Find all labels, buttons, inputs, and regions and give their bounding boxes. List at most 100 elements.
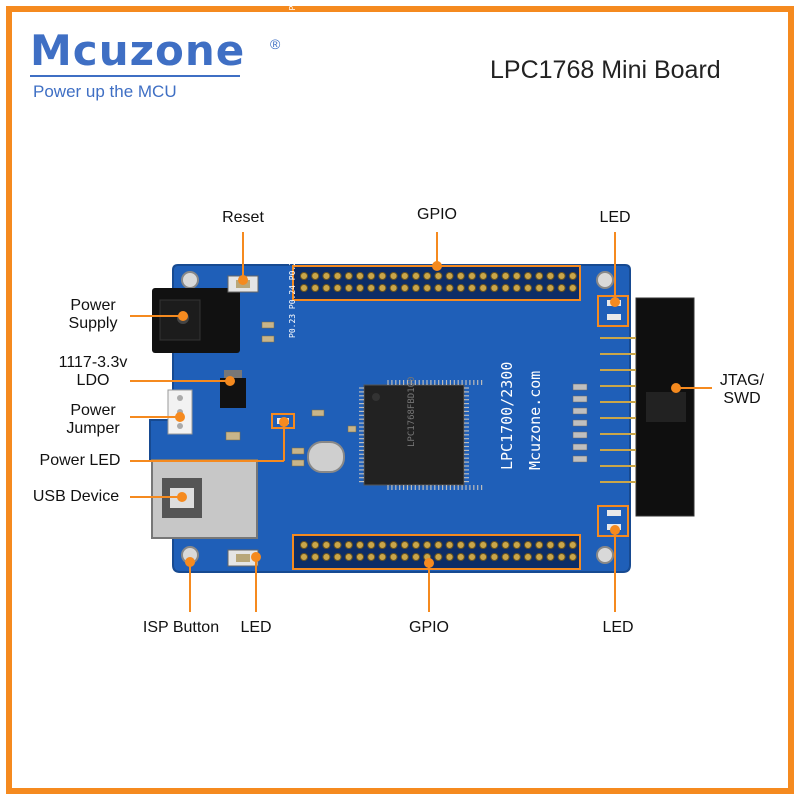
header-pin <box>311 553 320 561</box>
brand-logo: Mcuzone ® Power up the MCU <box>30 26 280 101</box>
header-pin <box>445 284 454 292</box>
header-pin <box>434 541 443 549</box>
page-title: LPC1768 Mini Board <box>490 56 721 84</box>
header-pin <box>311 284 320 292</box>
callout-power-supply: Power Supply <box>68 297 118 332</box>
header-pin <box>367 272 376 280</box>
header-pin <box>412 553 420 561</box>
header-pin <box>468 284 476 292</box>
header-pin <box>501 553 510 561</box>
header-pin <box>524 541 532 549</box>
header-pin <box>389 541 398 549</box>
header-pin <box>512 284 521 292</box>
header-pin <box>524 272 532 280</box>
header-pin <box>445 553 454 561</box>
header-pin <box>300 553 308 561</box>
header-pin <box>468 541 476 549</box>
callout-led-bottom-right: LED <box>602 619 634 636</box>
header-pin <box>557 541 566 549</box>
header-pin <box>434 284 443 292</box>
header-pin <box>412 272 420 280</box>
header-pin <box>456 553 465 561</box>
header-pin <box>423 272 432 280</box>
header-pin <box>456 541 465 549</box>
header-pin <box>490 284 499 292</box>
header-pin <box>378 553 387 561</box>
crystal-y1 <box>307 441 345 473</box>
header-pin <box>535 553 544 561</box>
header-pin <box>322 284 331 292</box>
header-pin <box>356 553 364 561</box>
header-pin <box>490 553 499 561</box>
usb-connector <box>151 459 258 539</box>
header-pin <box>568 553 577 561</box>
header-pin <box>412 284 420 292</box>
header-pin <box>468 272 476 280</box>
resistor-column <box>572 383 588 463</box>
header-pin <box>512 272 521 280</box>
callout-led-top: LED <box>599 209 631 226</box>
callout-gpio-bottom: GPIO <box>408 619 450 636</box>
callout-ldo: 1117-3.3v LDO <box>58 354 128 389</box>
header-pin <box>300 272 308 280</box>
header-pin <box>546 553 555 561</box>
gpio-header-top <box>292 265 581 301</box>
header-pin <box>501 272 510 280</box>
header-pin <box>423 284 432 292</box>
header-pin <box>524 553 532 561</box>
header-pin <box>400 272 409 280</box>
header-pin <box>456 284 465 292</box>
header-pin <box>367 284 376 292</box>
header-pin <box>445 272 454 280</box>
header-pin <box>300 284 308 292</box>
header-pin <box>400 553 409 561</box>
callout-reset: Reset <box>222 209 264 226</box>
header-pin <box>356 272 364 280</box>
header-pin <box>322 553 331 561</box>
header-pin <box>445 541 454 549</box>
jtag-connector <box>600 297 695 517</box>
header-pin <box>546 541 555 549</box>
header-pin <box>557 272 566 280</box>
header-pin <box>344 272 353 280</box>
brand-name: Mcuzone <box>30 26 246 75</box>
pin-labels-top: P0.23 P0.24 P0.25 P0.26 P0.2 P1.4 P1.8 P… <box>288 0 297 338</box>
mcu-chip: LPC1768FBD100 <box>359 377 483 490</box>
header-pin <box>524 284 532 292</box>
header-pin <box>367 553 376 561</box>
header-pin <box>557 553 566 561</box>
header-pin <box>423 541 432 549</box>
callout-power-jumper: Power Jumper <box>66 402 120 437</box>
header-pin <box>479 272 488 280</box>
header-pin <box>490 541 499 549</box>
header-pin <box>568 272 577 280</box>
header-pin <box>378 284 387 292</box>
callout-power-led: Power LED <box>39 452 121 469</box>
header-pin <box>300 541 308 549</box>
gpio-header-bottom <box>292 534 581 570</box>
site-silk-text: Mcuzone.com <box>526 371 544 470</box>
header-pin <box>356 284 364 292</box>
callout-gpio-top: GPIO <box>416 206 458 223</box>
chip-silk-text: LPC1700/2300 <box>498 362 516 470</box>
header-pin <box>389 272 398 280</box>
brand-tagline: Power up the MCU <box>33 82 177 101</box>
header-pin <box>501 541 510 549</box>
smd-parts <box>225 321 357 467</box>
header-pin <box>344 284 353 292</box>
callout-usb-device: USB Device <box>32 488 120 505</box>
header-pin <box>546 284 555 292</box>
svg-text:LPC1768FBD100: LPC1768FBD100 <box>407 377 417 447</box>
header-pin <box>333 541 342 549</box>
header-pin <box>356 541 364 549</box>
header-pin <box>568 284 577 292</box>
callout-lines <box>130 232 712 612</box>
header-pin <box>311 541 320 549</box>
header-pin <box>434 272 443 280</box>
callout-led-bottom-left: LED <box>240 619 272 636</box>
header-pin <box>501 284 510 292</box>
header-pin <box>378 272 387 280</box>
header-pin <box>535 541 544 549</box>
header-pin <box>400 284 409 292</box>
header-pin <box>311 272 320 280</box>
